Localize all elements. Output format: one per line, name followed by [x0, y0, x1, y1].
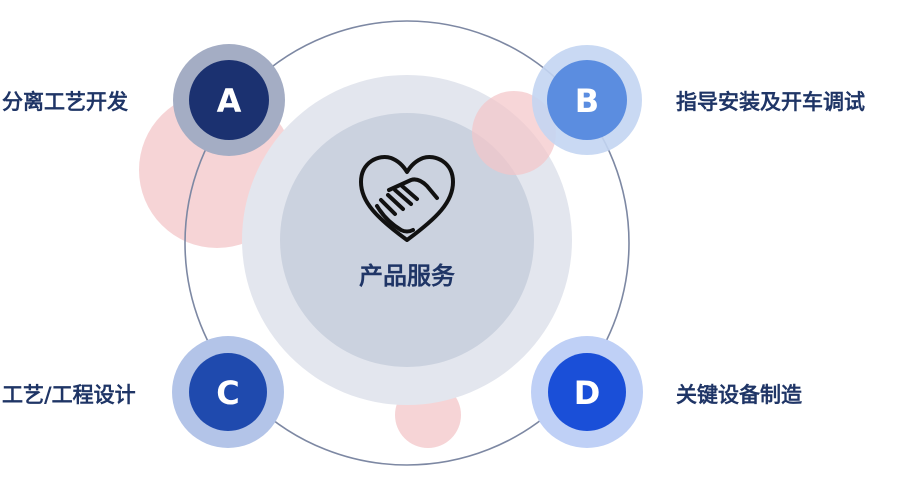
label-a: 分离工艺开发 — [2, 90, 128, 114]
node-d-letter: D — [574, 374, 601, 412]
node-c-letter: C — [216, 374, 239, 412]
node-a-letter: A — [217, 82, 242, 120]
label-b: 指导安装及开车调试 — [676, 90, 865, 114]
node-d-core — [548, 353, 626, 431]
node-c-core — [189, 353, 267, 431]
center-title: 产品服务 — [359, 262, 456, 290]
node-b: B — [532, 45, 642, 155]
main-ring — [184, 20, 630, 466]
node-a: A — [173, 44, 285, 156]
node-a-core — [189, 60, 269, 140]
label-d: 关键设备制造 — [676, 383, 802, 407]
node-b-core — [547, 60, 627, 140]
handshake-heart-icon — [359, 155, 455, 242]
label-c: 工艺/工程设计 — [2, 383, 136, 407]
node-c: C — [172, 336, 284, 448]
node-b-letter: B — [575, 82, 599, 120]
node-d: D — [531, 336, 643, 448]
